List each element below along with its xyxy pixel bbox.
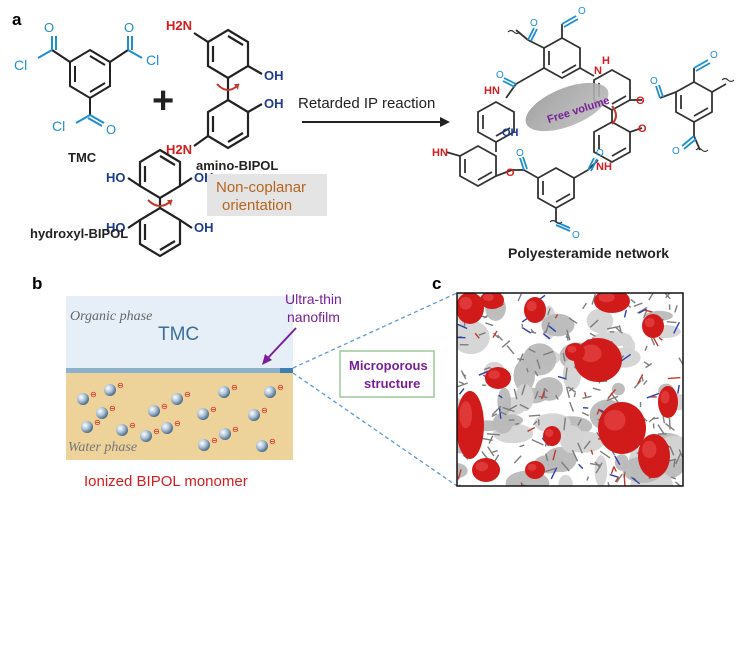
panel-label-c: c: [432, 274, 441, 293]
svg-text:⊖: ⊖: [161, 402, 168, 411]
hydroxyl-oh-bottom-right: OH: [194, 220, 214, 235]
network-o-ester-left: O: [506, 167, 515, 179]
amino-oh-top: OH: [264, 68, 284, 83]
network-o-ester-right: O: [636, 95, 645, 107]
non-coplanar-line2: orientation: [222, 197, 292, 214]
hydroxyl-ho-top-left: HO: [106, 170, 126, 185]
simulation-render: [457, 293, 683, 486]
nanofilm-label-line2: nanofilm: [287, 309, 340, 325]
tmc-molecule: [37, 36, 143, 127]
network-o-7: O: [516, 148, 524, 159]
svg-text:⊖: ⊖: [261, 406, 268, 415]
tmc-oxygen-2: O: [124, 20, 134, 35]
polyesteramide-network: [445, 24, 727, 222]
svg-text:⊖: ⊖: [109, 404, 116, 413]
amino-nh2-top: H2N: [166, 18, 192, 33]
network-hn-left: HN: [484, 85, 500, 97]
network-o-6: O: [650, 76, 658, 87]
amino-oh-bottom: OH: [264, 96, 284, 111]
network-o-3: O: [496, 70, 504, 81]
svg-text:⊖: ⊖: [277, 383, 284, 392]
svg-text:⊖: ⊖: [232, 425, 239, 434]
zoom-line-top: [292, 292, 458, 369]
svg-text:⊖: ⊖: [269, 437, 276, 446]
svg-text:⊖: ⊖: [94, 418, 101, 427]
svg-text:⊖: ⊖: [211, 436, 218, 445]
nanofilm-label-line1: Ultra-thin: [285, 291, 342, 307]
network-o-8: O: [596, 148, 604, 159]
panel-c: c: [432, 274, 684, 487]
svg-text:⊖: ⊖: [117, 381, 124, 390]
simulation-box: [457, 293, 683, 486]
network-o-ether: O: [638, 123, 647, 135]
svg-text:⊖: ⊖: [153, 427, 160, 436]
network-o-1: O: [578, 6, 586, 17]
svg-text:⊖: ⊖: [210, 405, 217, 414]
svg-text:⊖: ⊖: [174, 419, 181, 428]
network-o-5: O: [672, 146, 680, 157]
network-n-top: N: [594, 65, 602, 77]
tmc-label: TMC: [68, 150, 97, 165]
reaction-label: Retarded IP reaction: [298, 95, 435, 112]
panel-label-b: b: [32, 274, 42, 293]
tmc-oxygen-1: O: [44, 20, 54, 35]
zoom-line-bottom: [292, 372, 458, 487]
microporous-line2: structure: [364, 376, 420, 391]
nanofilm-edge: [280, 368, 293, 373]
tmc-oxygen-3: O: [106, 122, 116, 137]
svg-text:⊖: ⊖: [231, 383, 238, 392]
svg-text:⊖: ⊖: [184, 390, 191, 399]
microporous-box: [339, 350, 435, 398]
network-hn-far-left: HN: [432, 147, 448, 159]
amino-nh2-bottom: H2N: [166, 142, 192, 157]
network-nh-bottom: NH: [596, 161, 612, 173]
tmc-chlorine-2: Cl: [146, 52, 159, 68]
non-coplanar-box: [207, 174, 327, 216]
network-o-4: O: [710, 50, 718, 61]
monomer-label: Ionized BIPOL monomer: [84, 473, 248, 490]
hydroxyl-bipol-molecule: [127, 148, 193, 258]
free-volume-ellipse: [525, 82, 609, 132]
monomer-charges: ⊖ ⊖ ⊖ ⊖ ⊖ ⊖ ⊖ ⊖ ⊖ ⊖ ⊖ ⊖ ⊖ ⊖ ⊖ ⊖: [90, 381, 284, 446]
amino-bipol-label: amino-BIPOL: [196, 158, 278, 173]
svg-text:⊖: ⊖: [90, 390, 97, 399]
network-o-2: O: [530, 18, 538, 29]
plus-sign: +: [152, 80, 174, 122]
microporous-line1: Microporous: [349, 358, 428, 373]
network-nh-top: H: [602, 55, 610, 67]
network-o-9: O: [572, 230, 580, 241]
nanofilm-pointer: [265, 327, 297, 361]
panel-b: b Organic phase TMC Water phase Ultra-th…: [32, 274, 458, 490]
svg-text:⊖: ⊖: [129, 421, 136, 430]
network-label: Polyesteramide network: [508, 245, 669, 261]
monomer-balls: [77, 384, 276, 452]
hydroxyl-ho-bottom-left: HO: [106, 220, 126, 235]
panel-label-a: a: [12, 10, 22, 29]
tmc-phase-label: TMC: [158, 324, 199, 345]
organic-phase-label: Organic phase: [70, 309, 152, 324]
network-oh: OH: [502, 127, 519, 139]
panel-a: a O O O Cl Cl Cl TMC +: [12, 6, 735, 261]
organic-phase-region: [66, 296, 293, 369]
network-carbonyls: [502, 15, 711, 232]
simulation-frame: [456, 292, 684, 487]
nanofilm-layer: [66, 368, 293, 373]
non-coplanar-line1: Non-coplanar: [216, 179, 306, 196]
tmc-chlorine-1: Cl: [14, 57, 27, 73]
rotation-arrow-network: [611, 105, 617, 125]
network-continuation-marks: [507, 29, 735, 225]
tmc-chlorine-3: Cl: [52, 118, 65, 134]
water-phase-label: Water phase: [68, 440, 137, 455]
hydroxyl-bipol-label: hydroxyl-BIPOL: [30, 226, 128, 241]
